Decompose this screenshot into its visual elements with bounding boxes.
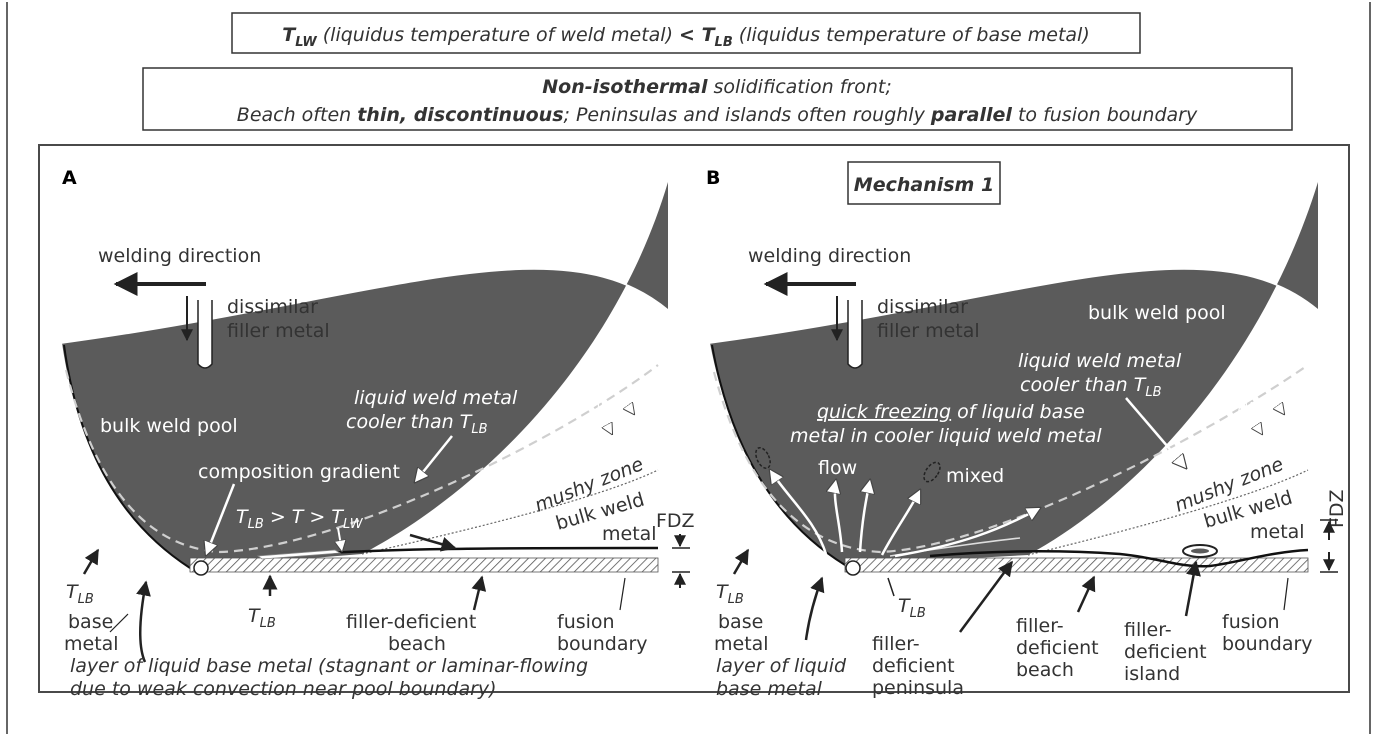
panel-a-t-lb-left: TLB — [66, 581, 94, 607]
panel-a-filler-rod — [181, 296, 213, 369]
page-frame — [6, 2, 1371, 734]
panel-a-t-lb-bottom: TLB — [248, 605, 276, 631]
panel-b-liquidus-isotherm — [712, 364, 1309, 554]
panel-b-beach-1: filler- — [1016, 615, 1064, 637]
panel-a-filler-1: dissimilar — [227, 296, 318, 318]
panel-a-liquidus-isotherm — [64, 364, 659, 554]
header-line-2: Non-isothermal solidification front; — [542, 76, 892, 98]
header-box-1: TLW (liquidus temperature of weld metal)… — [231, 12, 1141, 54]
panel-b-filler-1: dissimilar — [877, 296, 968, 318]
panel-b-t-lw-top: TLW — [1226, 390, 1258, 416]
panel-b-letter: B — [706, 167, 720, 189]
panel-b-t-lb-top: TLB — [1246, 366, 1274, 392]
panel-a-fusion-1: fusion — [557, 611, 615, 633]
panel-a-beach-1: filler-deficient — [346, 611, 476, 633]
panel-a-layer-2: due to weak convection near pool boundar… — [70, 678, 497, 700]
panel-b-filler-rod — [831, 296, 863, 369]
panel-a-bulk-weld-pool: bulk weld pool — [100, 415, 238, 437]
panel-b-island-1: filler- — [1124, 619, 1172, 641]
panel-b-fusion-2: boundary — [1222, 633, 1313, 655]
panel-a-fusion-2: boundary — [557, 633, 648, 655]
panel-a-liquid-1: liquid weld metal — [354, 387, 518, 409]
panel-b-layer-2: base metal — [716, 678, 823, 700]
panel-a-bulk-weld-2: metal — [602, 523, 657, 545]
header-line-3: Beach often thin, discontinuous; Peninsu… — [237, 104, 1198, 126]
panel-b-beach-3: beach — [1016, 659, 1074, 681]
panel-a-t-lb-top: TLB — [596, 366, 624, 392]
panel-b-flow-arrows — [770, 470, 1040, 558]
panel-a-weld-pool — [62, 182, 668, 568]
header-box-2: Non-isothermal solidification front; Bea… — [142, 67, 1293, 131]
panel-a-t-lw-top: TLW — [578, 390, 610, 416]
panel-a-beach-2: beach — [388, 633, 446, 655]
panel-b-liquid-2: cooler than TLB — [1020, 374, 1162, 400]
panel-b-filler-2: filler metal — [877, 320, 980, 342]
panel-a-base-2: metal — [64, 633, 119, 655]
panel-a-filler-2: filler metal — [227, 320, 330, 342]
panel-b-quick-freezing: quick freezing of liquid base — [817, 401, 1085, 423]
panel-b-bulk-weld-2: metal — [1250, 521, 1305, 543]
panel-b-bulk-weld-pool: bulk weld pool — [1088, 302, 1226, 324]
panel-b-fusion-1: fusion — [1222, 611, 1280, 633]
panel-b-base-1: base — [718, 611, 763, 633]
panel-b-mixed: mixed — [946, 465, 1004, 487]
panel-b-beach-2: deficient — [1016, 637, 1099, 659]
panel-b: B Mechanism 1 welding direction dissimil… — [706, 161, 1348, 700]
header-line-1: TLW (liquidus temperature of weld metal)… — [282, 24, 1089, 50]
panel-b-layer-1: layer of liquid — [716, 655, 847, 677]
panel-b-fdz: FDZ — [1326, 489, 1348, 528]
panel-b-peninsula-2: deficient — [872, 655, 955, 677]
panel-a-composition-gradient: composition gradient — [198, 461, 400, 483]
panel-b-liquid-1: liquid weld metal — [1018, 350, 1182, 372]
panel-b-peninsula-1: filler- — [872, 633, 920, 655]
panel-b-island-2: deficient — [1124, 641, 1207, 663]
panel-a-fdz: FDZ — [656, 510, 695, 532]
panel-a: A welding direction dissimilar filler me… — [61, 167, 695, 700]
panel-b-t-lb-left: TLB — [716, 581, 744, 607]
panel-a-layer-1: layer of liquid base metal (stagnant or … — [70, 655, 588, 677]
panel-b-t-lb-bottom: TLB — [898, 595, 926, 621]
panel-b-base-2: metal — [714, 633, 769, 655]
panel-b-island-3: island — [1124, 663, 1180, 685]
panel-b-qf-2: metal in cooler liquid weld metal — [790, 425, 1102, 447]
panel-a-base-1: base — [68, 611, 113, 633]
panel-a-liquid-2: cooler than TLB — [346, 411, 488, 437]
panel-b-peninsula-3: peninsula — [872, 677, 964, 699]
panel-a-welding-direction: welding direction — [98, 245, 261, 267]
panel-b-weld-pool — [710, 182, 1318, 565]
panel-b-mechanism: Mechanism 1 — [854, 174, 994, 196]
panel-a-inequality: TLB > T > TLW — [236, 506, 364, 532]
panel-a-letter: A — [62, 167, 77, 189]
panel-b-flow: flow — [818, 457, 857, 479]
t-lw-symbol: T — [282, 24, 297, 46]
panel-b-welding-direction: welding direction — [748, 245, 911, 267]
